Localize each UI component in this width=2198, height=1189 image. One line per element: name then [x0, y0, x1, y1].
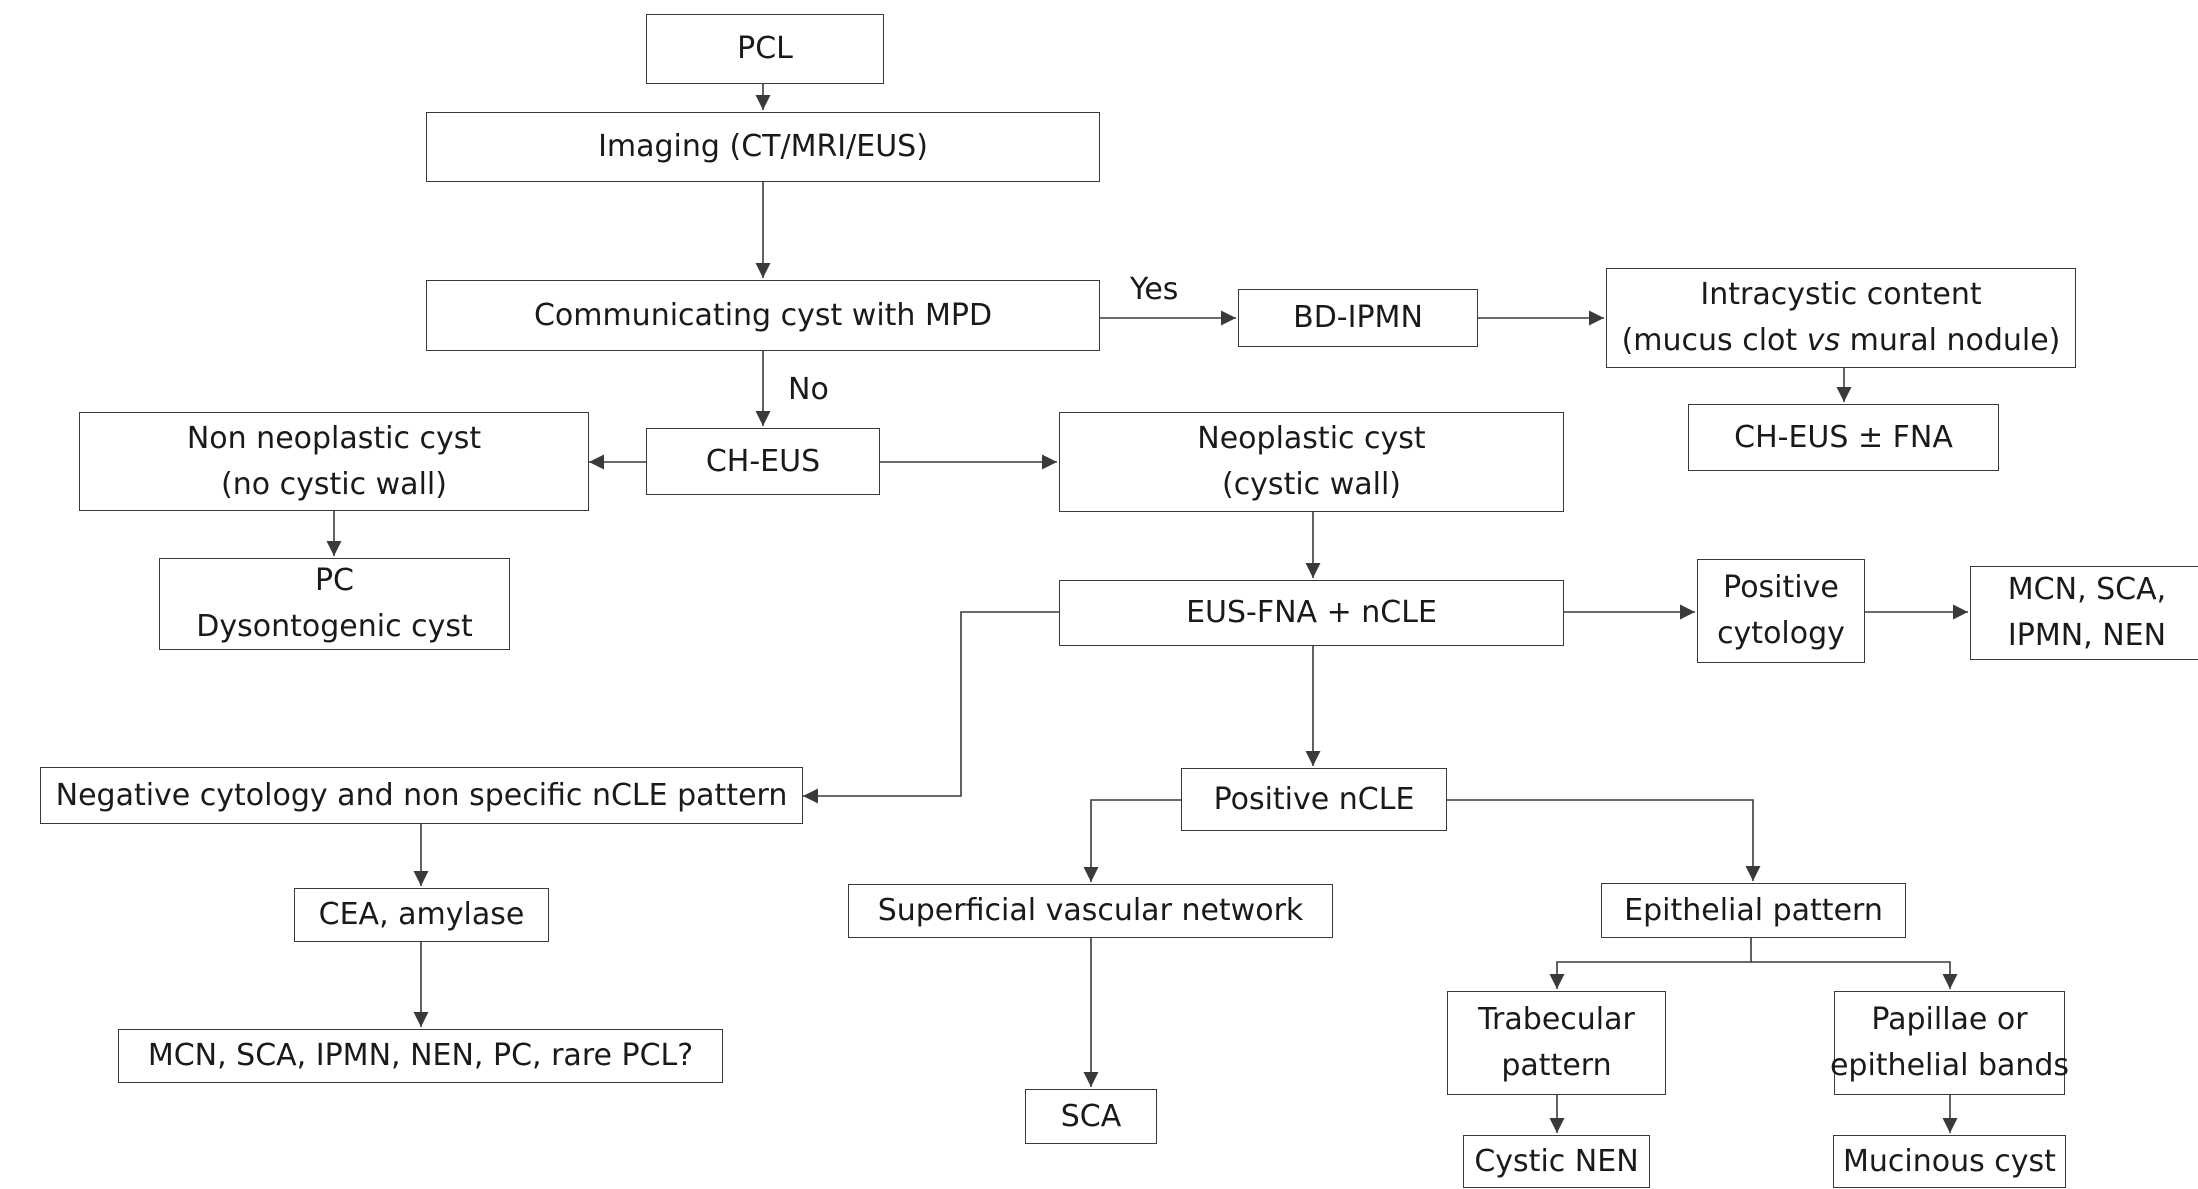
superficial-vascular-node: Superficial vascular network	[848, 884, 1333, 938]
neoplastic-line1: Neoplastic cyst	[1197, 421, 1426, 456]
edge-positivencle-epithelial	[1447, 799, 1761, 881]
yes-label: Yes	[1130, 272, 1179, 307]
mcn-list-rare-node: MCN, SCA, IPMN, NEN, PC, rare PCL?	[118, 1029, 723, 1083]
intracystic-line2-pre: (mucus clot	[1621, 323, 1807, 358]
papillae-node: Papillae or epithelial bands	[1830, 991, 2069, 1095]
bd-ipmn-text: BD-IPMN	[1293, 300, 1423, 335]
eus-fna-ncle-node: EUS-FNA + nCLE	[1059, 580, 1564, 646]
edge-positivencle-superficial	[1083, 799, 1181, 882]
communicating-cyst-node: Communicating cyst with MPD	[426, 280, 1100, 351]
edge-epithelial-papillae	[1751, 961, 1958, 989]
mucinous-cyst-node: Mucinous cyst	[1833, 1135, 2066, 1188]
mcn-sca-line2: IPMN, NEN	[2007, 618, 2167, 653]
epithelial-pattern-text: Epithelial pattern	[1624, 892, 1883, 928]
pc-line1: PC	[314, 563, 355, 598]
mucinous-cyst-text: Mucinous cyst	[1843, 1143, 2056, 1179]
cystic-nen-node: Cystic NEN	[1463, 1135, 1650, 1188]
intracystic-line2-post: mural nodule)	[1840, 323, 2061, 358]
neoplastic-line2: (cystic wall)	[1221, 467, 1401, 502]
cea-amylase-text: CEA, amylase	[318, 897, 525, 932]
pc-line2: Dysontogenic cyst	[196, 609, 473, 644]
cystic-nen-text: Cystic NEN	[1474, 1143, 1639, 1179]
sca-node: SCA	[1025, 1089, 1157, 1144]
papillae-line2: epithelial bands	[1829, 1048, 2070, 1083]
negative-cytology-node: Negative cytology and non specific nCLE …	[40, 767, 803, 824]
positive-ncle-text: Positive nCLE	[1213, 781, 1415, 817]
intracystic-line2-vs: vs	[1806, 323, 1841, 358]
trabecular-pattern-node: Trabecular pattern	[1447, 991, 1666, 1095]
superficial-vascular-text: Superficial vascular network	[877, 893, 1304, 928]
papillae-line1: Papillae or	[1871, 1002, 2028, 1037]
positive-cytology-line2: cytology	[1717, 616, 1845, 651]
ch-eus-text: CH-EUS	[705, 443, 821, 479]
imaging-node: Imaging (CT/MRI/EUS)	[426, 112, 1100, 182]
sca-text: SCA	[1060, 1098, 1122, 1134]
pc-dysontogenic-node: PC Dysontogenic cyst	[159, 558, 510, 650]
mcn-sca-line1: MCN, SCA,	[2007, 572, 2167, 607]
edge-eusfna-negativecytology	[803, 611, 1059, 804]
intracystic-content-node: Intracystic content (mucus clot vs mural…	[1606, 268, 2076, 368]
eus-fna-ncle-text: EUS-FNA + nCLE	[1186, 595, 1437, 630]
ch-eus-fna-text: CH-EUS ± FNA	[1734, 419, 1953, 455]
intracystic-line2: (mucus clot vs mural nodule)	[1622, 318, 2061, 364]
communicating-cyst-text: Communicating cyst with MPD	[533, 297, 993, 333]
non-neoplastic-line1: Non neoplastic cyst	[186, 420, 482, 456]
non-neoplastic-line2: (no cystic wall)	[221, 466, 447, 502]
epithelial-pattern-node: Epithelial pattern	[1601, 883, 1906, 938]
no-label: No	[788, 372, 829, 407]
imaging-text: Imaging (CT/MRI/EUS)	[598, 129, 928, 164]
positive-cytology-line1: Positive	[1723, 570, 1839, 605]
mcn-sca-ipmn-nen-node: MCN, SCA, IPMN, NEN	[1970, 566, 2198, 660]
trabecular-line1: Trabecular	[1478, 1002, 1635, 1037]
positive-cytology-node: Positive cytology	[1697, 559, 1865, 663]
intracystic-line1: Intracystic content	[1700, 277, 1982, 312]
ch-eus-fna-node: CH-EUS ± FNA	[1688, 404, 1999, 471]
cea-amylase-node: CEA, amylase	[294, 888, 549, 942]
ch-eus-node: CH-EUS	[646, 428, 880, 495]
trabecular-line2: pattern	[1501, 1048, 1612, 1083]
non-neoplastic-cyst-node: Non neoplastic cyst (no cystic wall)	[79, 412, 589, 511]
pcl-text: PCL	[737, 31, 793, 66]
edge-epithelial-trabecular	[1549, 938, 1752, 989]
negative-cytology-text: Negative cytology and non specific nCLE …	[55, 777, 788, 813]
positive-ncle-node: Positive nCLE	[1181, 768, 1447, 831]
pcl-node: PCL	[646, 14, 884, 84]
neoplastic-cyst-node: Neoplastic cyst (cystic wall)	[1059, 412, 1564, 512]
mcn-list-rare-text: MCN, SCA, IPMN, NEN, PC, rare PCL?	[147, 1038, 694, 1073]
bd-ipmn-node: BD-IPMN	[1238, 289, 1478, 347]
